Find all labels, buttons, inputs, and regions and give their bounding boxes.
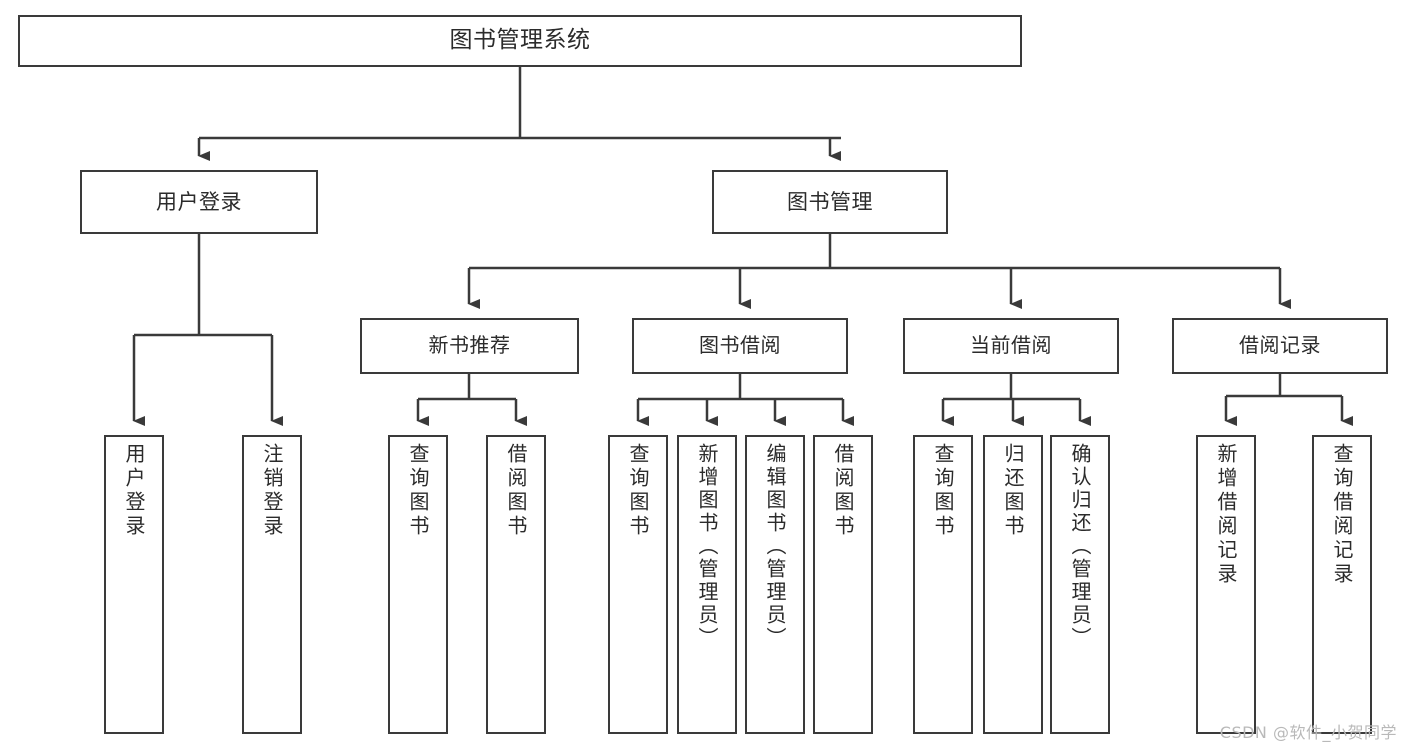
node-root[interactable]: 图书管理系统 (18, 15, 1022, 67)
node-leaf-7-label: 借阅图书 (831, 443, 855, 539)
node-level2-0-label: 用户登录 (156, 189, 242, 214)
node-leaf-2-label: 查询图书 (406, 443, 430, 539)
node-level3-1[interactable]: 图书借阅 (632, 318, 848, 374)
node-leaf-1[interactable]: 注销登录 (242, 435, 302, 734)
node-leaf-8-label: 查询图书 (931, 443, 955, 539)
node-level3-1-label: 图书借阅 (699, 333, 781, 358)
node-root-label: 图书管理系统 (449, 27, 591, 54)
node-leaf-4[interactable]: 查询图书 (608, 435, 668, 734)
node-leaf-9-label: 归还图书 (1001, 443, 1025, 539)
node-leaf-5-label: 新增图书（管理员） (695, 443, 719, 650)
node-level2-1-label: 图书管理 (787, 189, 873, 214)
node-level2-1[interactable]: 图书管理 (712, 170, 948, 234)
node-level2-0[interactable]: 用户登录 (80, 170, 318, 234)
node-leaf-10[interactable]: 确认归还（管理员） (1050, 435, 1110, 734)
node-leaf-0-label: 用户登录 (122, 443, 146, 539)
node-leaf-11[interactable]: 新增借阅记录 (1196, 435, 1256, 734)
node-leaf-12[interactable]: 查询借阅记录 (1312, 435, 1372, 734)
node-leaf-3-label: 借阅图书 (504, 443, 528, 539)
node-leaf-7[interactable]: 借阅图书 (813, 435, 873, 734)
node-leaf-12-label: 查询借阅记录 (1330, 443, 1354, 587)
node-leaf-4-label: 查询图书 (626, 443, 650, 539)
node-leaf-3[interactable]: 借阅图书 (486, 435, 546, 734)
node-leaf-10-label: 确认归还（管理员） (1068, 443, 1092, 650)
node-level3-0[interactable]: 新书推荐 (360, 318, 579, 374)
node-level3-2-label: 当前借阅 (970, 333, 1052, 358)
node-leaf-1-label: 注销登录 (260, 443, 284, 539)
node-leaf-6[interactable]: 编辑图书（管理员） (745, 435, 805, 734)
node-leaf-5[interactable]: 新增图书（管理员） (677, 435, 737, 734)
node-level3-3[interactable]: 借阅记录 (1172, 318, 1388, 374)
node-leaf-0[interactable]: 用户登录 (104, 435, 164, 734)
node-leaf-9[interactable]: 归还图书 (983, 435, 1043, 734)
node-level3-0-label: 新书推荐 (428, 333, 511, 358)
watermark-text: CSDN @软件_小贺同学 (1219, 723, 1397, 742)
node-level3-3-label: 借阅记录 (1239, 333, 1321, 358)
node-level3-2[interactable]: 当前借阅 (903, 318, 1119, 374)
node-leaf-6-label: 编辑图书（管理员） (763, 443, 787, 650)
node-leaf-8[interactable]: 查询图书 (913, 435, 973, 734)
node-leaf-11-label: 新增借阅记录 (1214, 443, 1238, 587)
node-leaf-2[interactable]: 查询图书 (388, 435, 448, 734)
